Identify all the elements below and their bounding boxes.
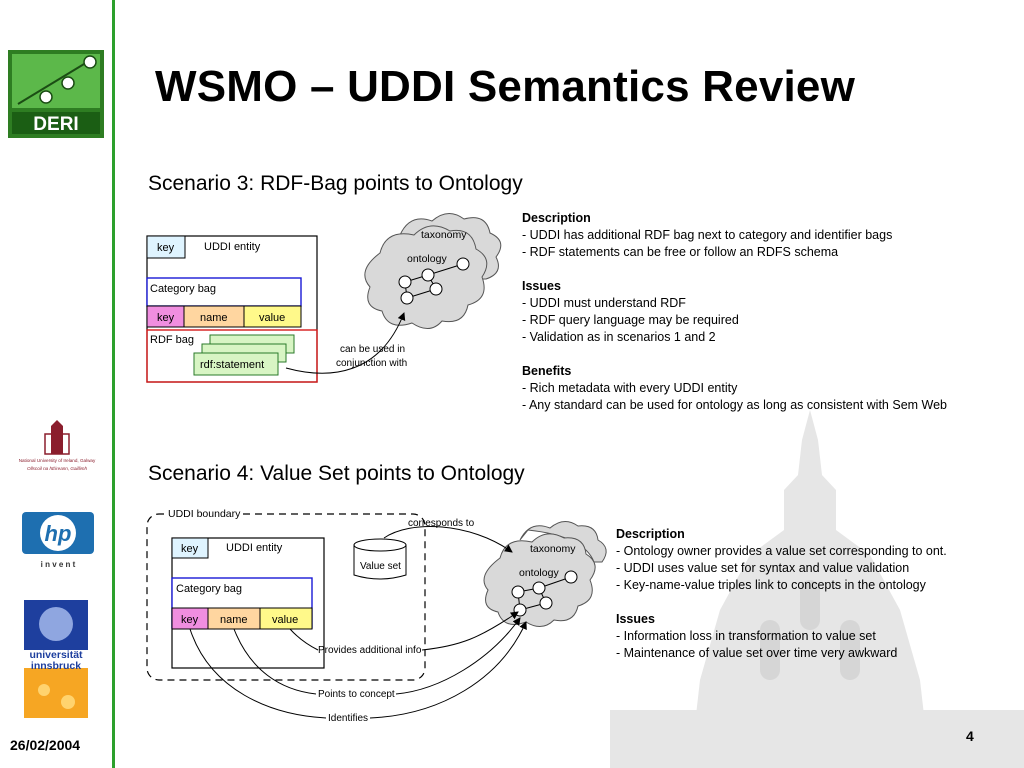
scenario4-diagram: UDDI boundary key UDDI entity Category b… [146,506,607,724]
note-line1: can be used in [340,344,405,355]
uddi-boundary [146,513,426,681]
issue-item: - Information loss in transformation to … [616,629,876,643]
rdf-statement-box [193,352,279,376]
scenario3-heading: Scenario 3: RDF-Bag points to Ontology [148,172,523,195]
deri-logo: DERI [8,50,104,138]
rdf-statement-label: rdf:statement [200,359,264,371]
taxonomy-label: taxonomy [421,229,467,241]
uddi-entity-label: UDDI entity [204,241,261,253]
hp-tagline: i n v e n t [41,560,76,569]
background-watermark [610,410,1024,768]
issue-item: - Validation as in scenarios 1 and 2 [522,330,716,344]
name-label-4: name [220,614,248,626]
description-item: - UDDI has additional RDF bag next to ca… [522,228,893,242]
issue-item: - Maintenance of value set over time ver… [616,646,898,660]
identifies-label: Identifies [328,713,368,724]
innsbruck-line2: innsbruck [31,660,81,672]
note-line2: conjunction with [336,358,407,369]
category-bag-label-4: Category bag [176,583,242,595]
scenario4-text: Description - Ontology owner provides a … [616,526,947,662]
description-heading-4: Description [616,527,685,541]
hp-logo-text: hp [45,521,72,546]
provides-info-label: Provides additional info [318,645,422,656]
innsbruck-line1: universität [29,649,83,661]
issues-heading-4: Issues [616,612,655,626]
ontology-label-4: ontology [519,567,559,579]
description-heading: Description [522,211,591,225]
description-item: - RDF statements can be free or follow a… [522,245,839,259]
page-number: 4 [966,728,974,744]
key-label-4: key [181,543,199,555]
scenario3-diagram: key UDDI entity Category bag key name va… [146,213,502,383]
key-label: key [157,242,175,254]
issue-item: - RDF query language may be required [522,313,739,327]
sidebar-divider [112,0,115,768]
benefit-item: - Rich metadata with every UDDI entity [522,381,738,395]
description-item: - Key-name-value triples link to concept… [616,578,926,592]
value-label-4: value [272,614,298,626]
hp-logo: hp i n v e n t [22,512,94,569]
ontology-cloud-4 [483,521,607,627]
boundary-label: UDDI boundary [168,508,241,520]
slide-title: WSMO – UDDI Semantics Review [155,62,856,111]
innsbruck-logo: universität innsbruck [24,600,88,718]
deri-logo-text: DERI [33,114,78,135]
rdf-bag-label: RDF bag [150,334,194,346]
rdf-bag-box [146,329,318,383]
issues-heading: Issues [522,279,561,293]
key-label-4b: key [181,614,199,626]
scenario3-text: Description - UDDI has additional RDF ba… [522,210,947,414]
galway-logo: National University of Ireland, Galway O… [19,420,96,471]
scenario4-heading: Scenario 4: Value Set points to Ontology [148,462,525,485]
name-label: name [200,312,228,324]
category-bag-label: Category bag [150,283,216,295]
galway-line1: National University of Ireland, Galway [19,458,96,463]
ontology-label: ontology [407,253,447,265]
uddi-entity-label-4: UDDI entity [226,542,283,554]
taxonomy-label-4: taxonomy [530,543,576,555]
value-label: value [259,312,285,324]
corresponds-to-label: corresponds to [408,518,475,529]
slide-date: 26/02/2004 [10,737,81,753]
points-to-concept-label: Points to concept [318,689,395,700]
benefit-item: - Any standard can be used for ontology … [522,398,948,412]
description-item: - Ontology owner provides a value set co… [616,544,947,558]
key-label-2: key [157,312,175,324]
value-set-label: Value set [360,561,401,572]
benefits-heading: Benefits [522,364,572,378]
description-item: - UDDI uses value set for syntax and val… [616,561,910,575]
galway-line2: Ollscoil na hÉireann, Gaillimh [27,465,87,471]
issue-item: - UDDI must understand RDF [522,296,686,310]
value-set-cylinder [353,538,407,580]
